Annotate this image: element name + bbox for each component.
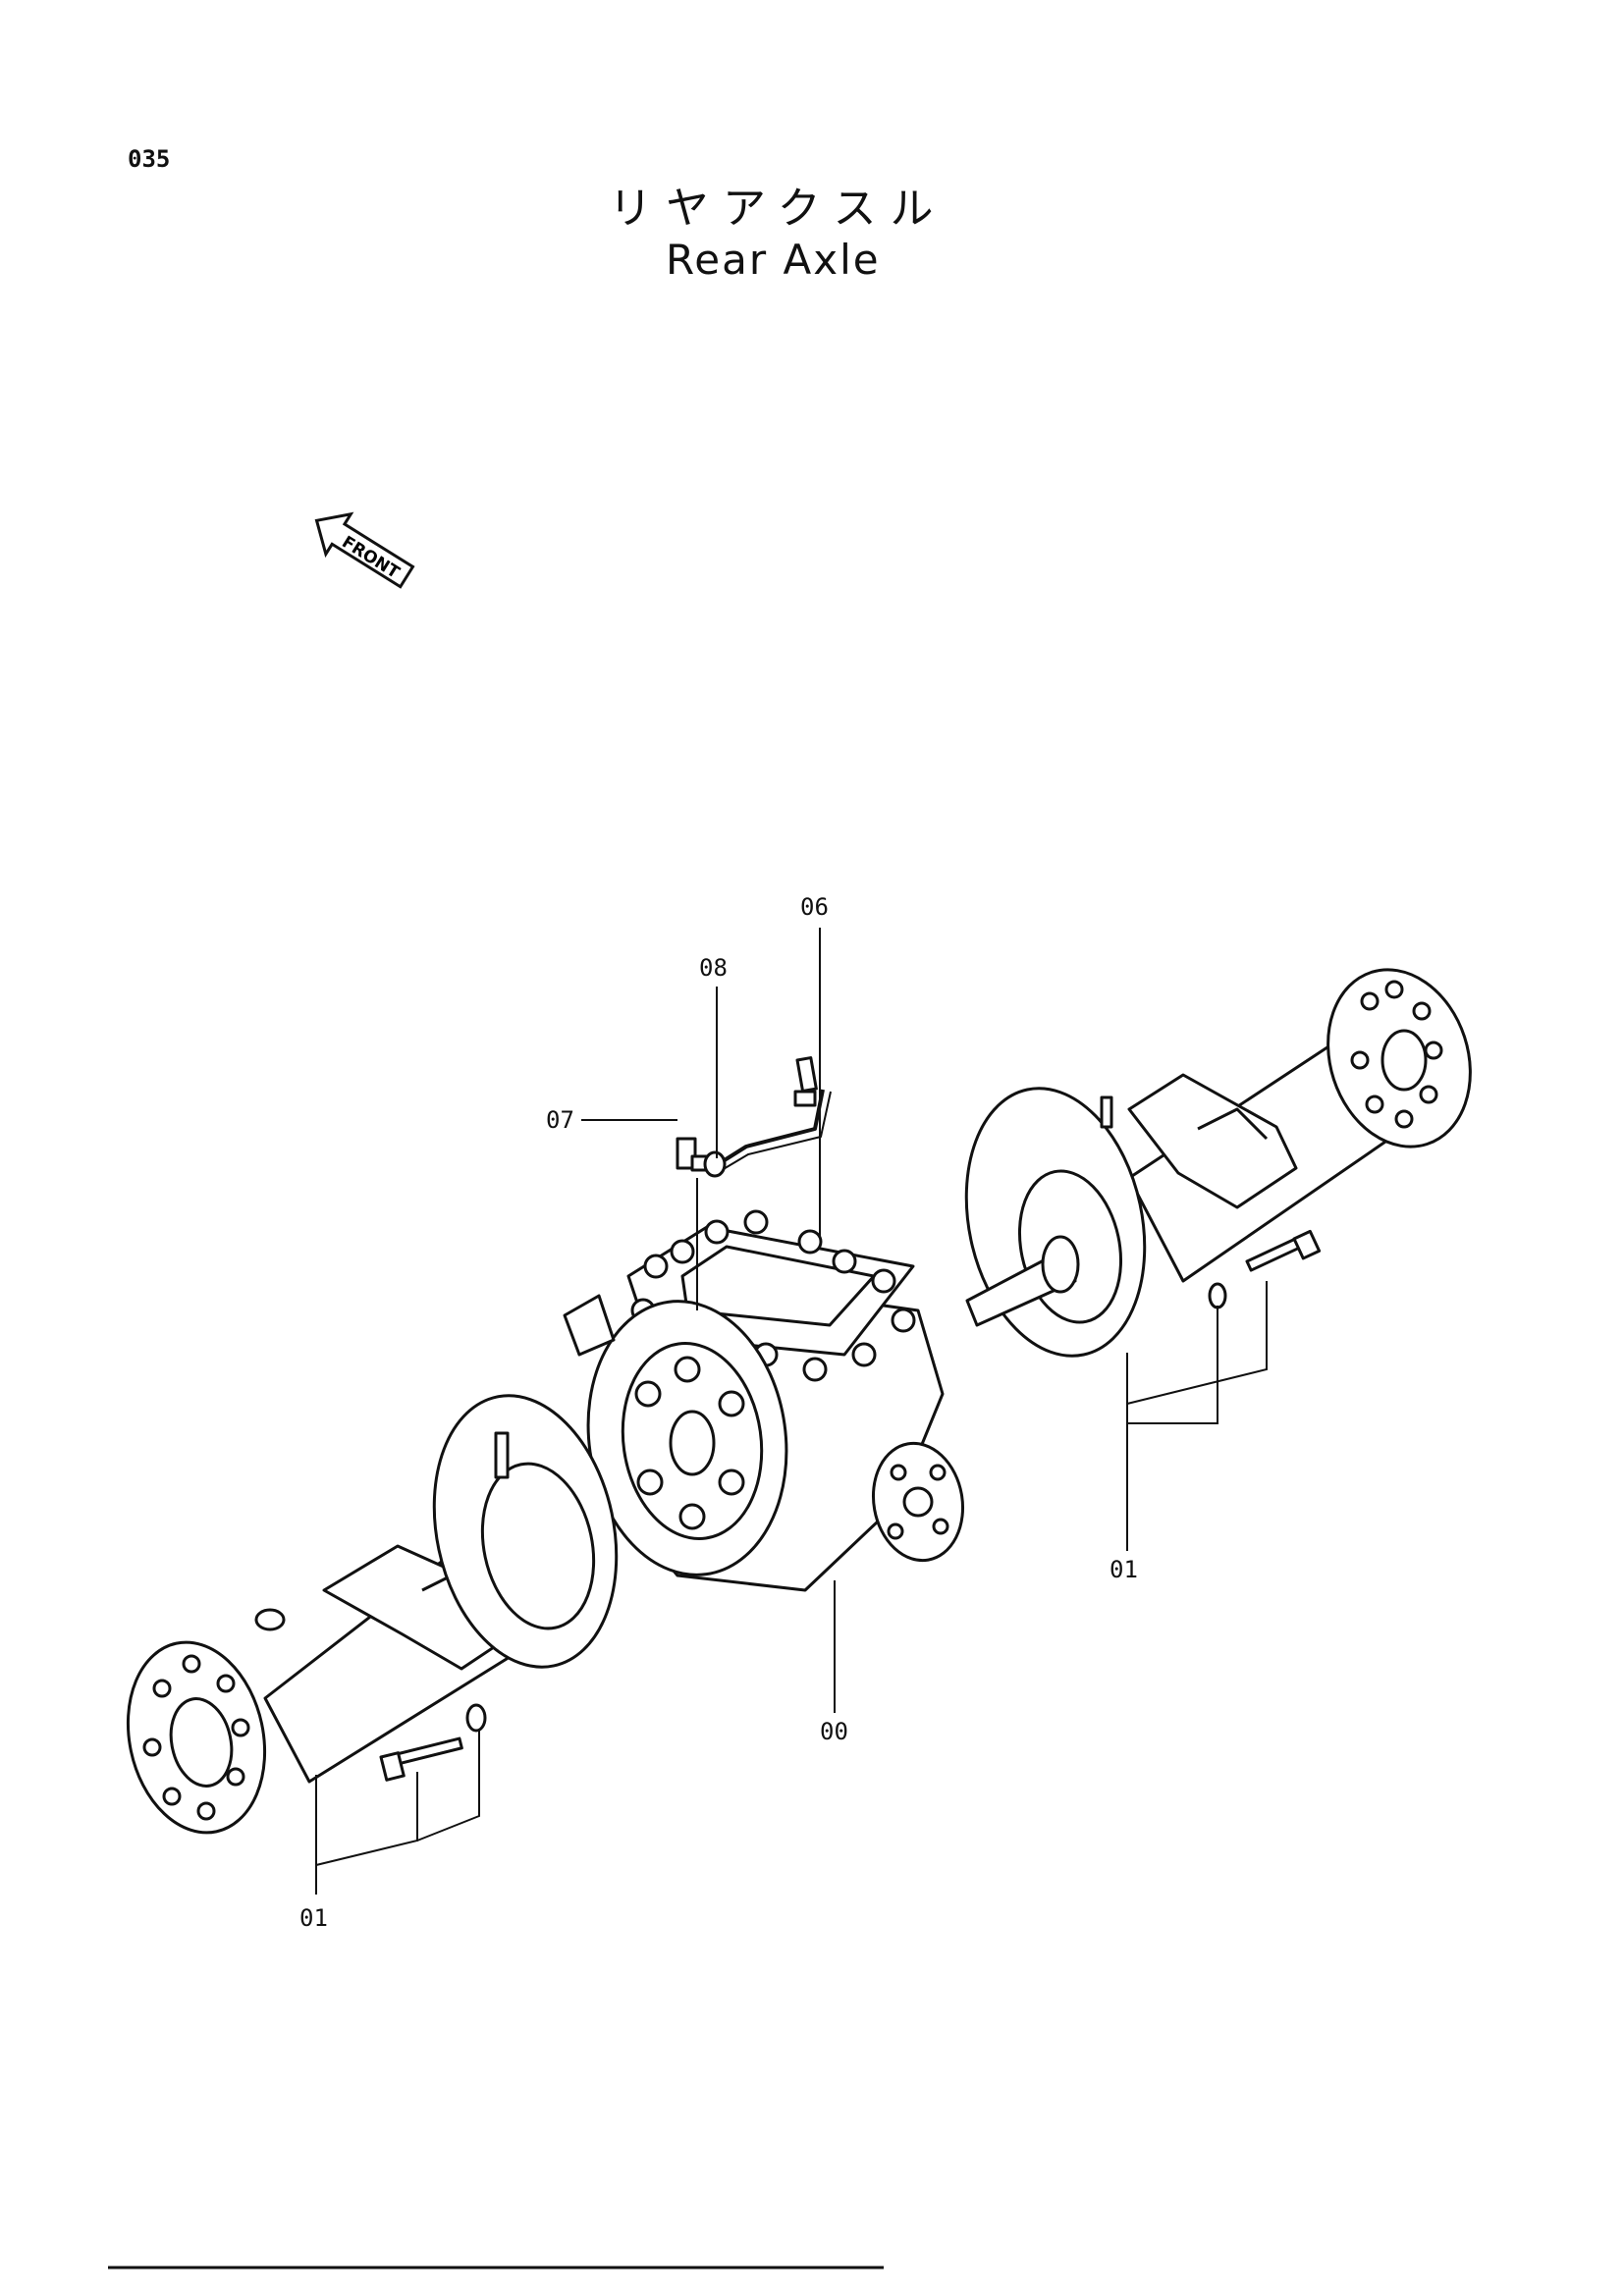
differential-housing bbox=[563, 1209, 965, 1592]
bottom-rule bbox=[108, 2266, 884, 2269]
front-arrow-icon: FRONT bbox=[314, 511, 415, 589]
callout-01-left: 01 bbox=[299, 1904, 328, 1932]
right-axle-housing bbox=[964, 968, 1472, 1358]
callout-07: 07 bbox=[546, 1106, 574, 1134]
callout-06: 06 bbox=[800, 893, 829, 921]
page-title-japanese: リヤアクスル bbox=[609, 184, 947, 234]
page-number: 035 bbox=[128, 145, 171, 173]
left-axle-housing bbox=[126, 1394, 619, 1835]
page-title-english: Rear Axle bbox=[666, 236, 881, 284]
callout-01-right: 01 bbox=[1110, 1556, 1138, 1583]
callout-00: 00 bbox=[820, 1718, 848, 1745]
callout-08: 08 bbox=[699, 954, 728, 982]
